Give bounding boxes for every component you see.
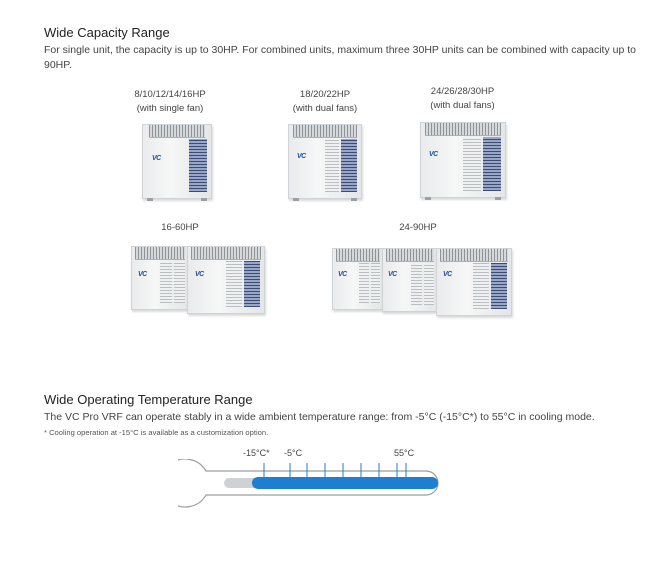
unit-2-image: VC xyxy=(288,124,362,201)
unit-1-fan-note: (with single fan) xyxy=(136,103,204,114)
customization-note: * Cooling operation at -15°C is availabl… xyxy=(44,428,269,437)
temperature-heading: Wide Operating Temperature Range xyxy=(44,392,253,407)
unit-3-label: 24/26/28/30HP (with dual fans) xyxy=(405,85,520,113)
combo-1-unit-b: VC xyxy=(187,246,265,314)
vc-logo: VC xyxy=(193,271,211,278)
thermometer-icon xyxy=(178,459,439,508)
label-minus-5: -5°C xyxy=(284,448,303,458)
label-minus-15: -15°C* xyxy=(243,448,270,458)
unit-1-capacity: 8/10/12/14/16HP xyxy=(134,89,206,100)
vc-logo: VC xyxy=(150,155,168,162)
thermometer-range-fill xyxy=(252,477,438,489)
vc-logo: VC xyxy=(136,271,154,278)
vc-logo: VC xyxy=(295,153,313,160)
unit-2-capacity: 18/20/22HP xyxy=(299,89,351,100)
vc-logo: VC xyxy=(441,271,459,278)
combo-2-label: 24-90HP xyxy=(399,222,437,233)
vc-logo: VC xyxy=(336,271,354,278)
unit-2-fan-note: (with dual fans) xyxy=(292,103,358,114)
combo-2-unit-a: VC xyxy=(332,248,384,310)
temperature-description: The VC Pro VRF can operate stably in a w… xyxy=(44,411,595,423)
combo-2-unit-c: VC xyxy=(436,248,512,316)
capacity-heading: Wide Capacity Range xyxy=(44,25,170,40)
unit-1-image: VC xyxy=(142,124,212,201)
unit-3-fan-note: (with dual fans) xyxy=(430,100,495,111)
combo-1-unit-a: VC xyxy=(131,246,189,310)
combo-2-unit-b: VC xyxy=(382,248,438,312)
vc-logo: VC xyxy=(386,271,404,278)
capacity-description: For single unit, the capacity is up to 3… xyxy=(44,44,636,71)
vc-logo: VC xyxy=(427,151,445,158)
unit-1-label: 8/10/12/14/16HP (with single fan) xyxy=(115,88,225,116)
label-55: 55°C xyxy=(394,448,415,458)
unit-2-label: 18/20/22HP (with dual fans) xyxy=(270,88,380,116)
unit-3-image: VC xyxy=(420,122,506,200)
thermometer-ticks xyxy=(263,463,407,477)
unit-3-capacity: 24/26/28/30HP xyxy=(430,86,495,97)
combo-1-label: 16-60HP xyxy=(161,222,199,233)
